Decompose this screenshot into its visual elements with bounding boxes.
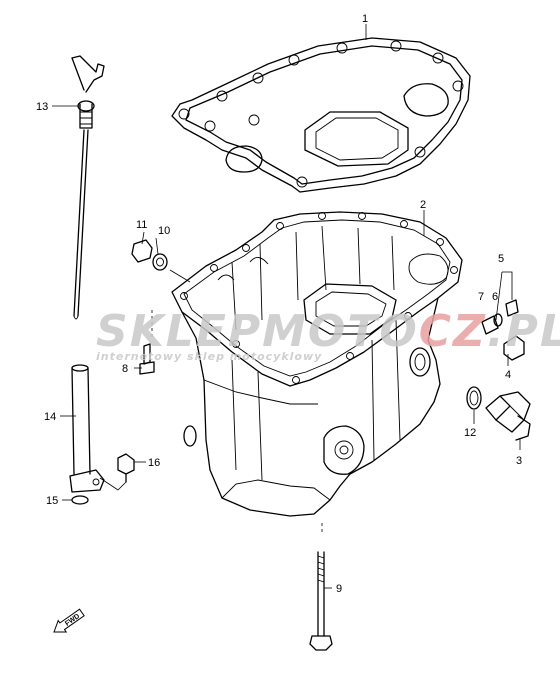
callout-6: 6 — [492, 291, 498, 303]
callout-15: 15 — [46, 495, 58, 507]
watermark-brand: SKLEPMOTOCZ.PL — [96, 306, 560, 357]
bolt-part-16 — [117, 453, 135, 483]
dipstick-tube-part-14 — [69, 364, 105, 493]
watermark: SKLEPMOTOCZ.PL internetowy sklep motocyk… — [96, 306, 560, 363]
callout-labels: 1 2 3 4 5 6 7 8 9 10 11 12 13 14 15 16 — [36, 13, 522, 595]
drain-plug-part-11 — [131, 239, 153, 263]
bolt-part-8 — [139, 343, 155, 375]
gasket-part-1 — [171, 37, 471, 193]
watermark-brand-mid: MOTO — [262, 306, 419, 357]
watermark-tagline: internetowy sklep motocyklowy — [96, 350, 322, 363]
callout-7: 7 — [478, 291, 484, 303]
callout-3: 3 — [516, 455, 522, 467]
callout-2: 2 — [420, 199, 426, 211]
screw-part-5 — [505, 299, 519, 317]
fwd-marker: FWD — [53, 608, 85, 633]
callout-1: 1 — [362, 13, 368, 25]
cap-part-4 — [503, 335, 525, 361]
o-ring-part-12 — [466, 386, 482, 410]
callout-16: 16 — [148, 457, 160, 469]
callout-11: 11 — [136, 219, 147, 231]
watermark-brand-left: SKLEP — [96, 306, 262, 357]
o-ring-part-15 — [71, 495, 89, 505]
seal-part-6 — [493, 313, 503, 327]
plug-part-3 — [485, 391, 531, 441]
washer-part-10 — [152, 253, 168, 271]
callout-9: 9 — [336, 583, 342, 595]
leader-lines — [52, 24, 521, 589]
watermark-brand-right: .PL — [487, 306, 560, 357]
callout-13: 13 — [36, 101, 48, 113]
callout-10: 10 — [158, 225, 170, 237]
oil-pan-part-2 — [171, 211, 463, 517]
callout-8: 8 — [122, 363, 128, 375]
fitting-part-7 — [481, 315, 499, 335]
callout-14: 14 — [44, 411, 56, 423]
fwd-label: FWD — [64, 613, 81, 628]
dipstick-part-13 — [71, 55, 105, 320]
watermark-brand-accent: CZ — [419, 306, 487, 357]
callout-5: 5 — [498, 253, 504, 265]
callout-12: 12 — [464, 427, 476, 439]
bolt-part-9 — [309, 551, 333, 651]
callout-4: 4 — [505, 369, 511, 381]
